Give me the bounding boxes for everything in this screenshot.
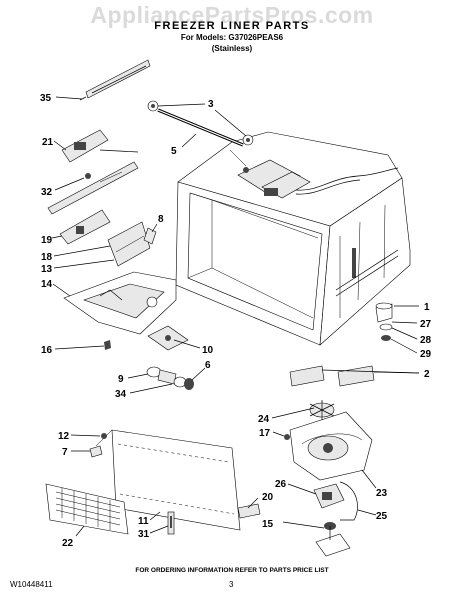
- left-bracket-assembly: [47, 129, 157, 267]
- callout-34: 34: [115, 389, 127, 400]
- part-14-drain-trough: [63, 271, 177, 335]
- part-22-grille: [45, 483, 129, 535]
- callout-14: 14: [41, 279, 53, 290]
- part-31-clip: [167, 511, 175, 535]
- fan-assembly: [284, 400, 373, 557]
- callout-23: 23: [376, 488, 388, 499]
- callout-17: 17: [259, 428, 271, 439]
- callout-19: 19: [41, 235, 53, 246]
- page-title: FREEZER LINER PARTS: [154, 20, 310, 32]
- callout-22: 22: [62, 538, 74, 549]
- callout-29: 29: [420, 349, 432, 360]
- callout-12: 12: [58, 431, 70, 442]
- callout-5: 5: [171, 146, 177, 157]
- callout-24: 24: [258, 414, 270, 425]
- callout-8: 8: [158, 214, 164, 225]
- callout-15: 15: [262, 519, 274, 530]
- document-number: W10448411: [10, 580, 53, 589]
- callout-25: 25: [376, 511, 388, 522]
- part-10-pad: [147, 325, 189, 351]
- page-number: 3: [229, 580, 234, 589]
- model-number-line: For Models: G37026PEAS6: [180, 33, 284, 42]
- callout-3: 3: [208, 99, 214, 110]
- callout-labels: 35 3 5 21 32 19 8 18 13 14 16 10 9 34 6 …: [40, 93, 432, 549]
- callout-13: 13: [41, 264, 53, 275]
- callout-10: 10: [202, 345, 214, 356]
- part-16-clip: [104, 340, 111, 350]
- callout-9: 9: [118, 374, 124, 385]
- callout-6: 6: [205, 360, 211, 371]
- part-2-foam-strips: [289, 365, 375, 387]
- callout-31: 31: [138, 529, 150, 540]
- callout-2-right: 2: [424, 369, 430, 380]
- callout-1: 1: [424, 302, 430, 313]
- callout-26: 26: [275, 479, 287, 490]
- callout-28: 28: [420, 335, 432, 346]
- callout-11: 11: [138, 516, 149, 527]
- leader-lines: [51, 96, 420, 537]
- part-27-28-29-stack: [375, 302, 393, 341]
- callout-7: 7: [62, 447, 68, 458]
- part-11-20-rear-panel: [95, 429, 261, 531]
- part-12-7-fasteners: [89, 433, 107, 458]
- part-9-34-6-drain-tube: [146, 366, 194, 390]
- callout-27: 27: [420, 319, 432, 330]
- ordering-info-note: FOR ORDERING INFORMATION REFER TO PARTS …: [135, 567, 329, 574]
- part-35-rail: [79, 59, 151, 101]
- model-variant: (Stainless): [211, 44, 253, 53]
- callout-20: 20: [262, 492, 274, 503]
- callout-32: 32: [41, 187, 53, 198]
- callout-35: 35: [40, 93, 52, 104]
- part-5-rod: [147, 100, 254, 147]
- callout-18: 18: [41, 252, 53, 263]
- freezer-liner-drawing: [175, 131, 411, 346]
- callout-21: 21: [42, 137, 54, 148]
- callout-16: 16: [41, 345, 53, 356]
